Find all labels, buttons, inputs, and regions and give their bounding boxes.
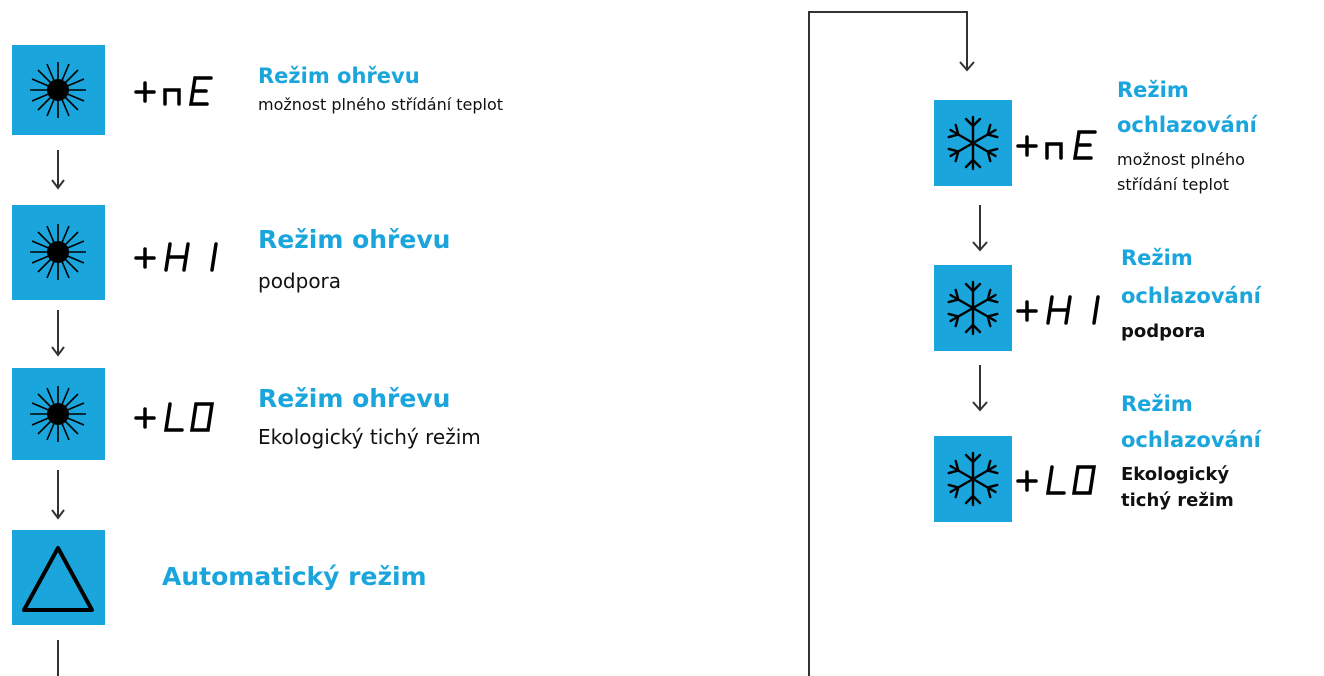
cool-mode-title: ochlazování <box>1117 113 1257 137</box>
heat-mode-title: Režim ohřevu <box>258 64 420 88</box>
loop-connector <box>808 11 975 676</box>
auto-mode-tile <box>12 530 105 625</box>
snowflake-icon <box>947 280 999 336</box>
cool-mode-title: ochlazování <box>1121 428 1261 452</box>
cool-mode-tile <box>934 436 1012 522</box>
heat-mode-tile <box>12 45 105 135</box>
cool-mode-subtitle: možnost plného <box>1117 150 1245 169</box>
heat-mode-subtitle: podpora <box>258 269 342 293</box>
arrow-down <box>51 310 65 357</box>
cool-mode-subtitle: Ekologický <box>1121 464 1230 485</box>
cool-mode-title: Režim <box>1121 246 1193 270</box>
plus-lo-code <box>134 402 215 432</box>
cool-mode-tile <box>934 265 1012 351</box>
cool-mode-title: Režim <box>1117 78 1189 102</box>
heat-mode-title: Režim ohřevu <box>258 225 451 254</box>
sun-icon <box>30 224 86 280</box>
heat-mode-tile <box>12 368 105 460</box>
auto-mode-title: Automatický režim <box>162 562 427 591</box>
cool-mode-title: ochlazování <box>1121 284 1261 308</box>
heat-mode-title: Režim ohřevu <box>258 384 451 413</box>
plus-hi-code <box>134 242 218 272</box>
cool-mode-tile <box>934 100 1012 186</box>
cool-mode-subtitle: střídání teplot <box>1117 175 1230 194</box>
heat-mode-subtitle: Ekologický tichý režim <box>258 425 481 449</box>
sun-icon <box>30 62 86 118</box>
arrow-down <box>972 365 988 412</box>
snowflake-icon <box>947 451 999 507</box>
arrow-down <box>51 150 65 190</box>
triangle-icon <box>22 546 94 612</box>
arrow-down <box>51 470 65 520</box>
plus-ne-code <box>1016 130 1097 160</box>
snowflake-icon <box>947 115 999 171</box>
plus-ne-code <box>134 76 213 106</box>
plus-lo-code <box>1016 465 1097 495</box>
arrow-down <box>972 205 988 252</box>
cool-mode-subtitle: podpora <box>1121 321 1206 342</box>
heat-mode-subtitle: možnost plného střídání teplot <box>258 95 504 114</box>
plus-hi-code <box>1016 295 1100 325</box>
sun-icon <box>30 386 86 442</box>
heat-mode-tile <box>12 205 105 300</box>
cool-mode-title: Režim <box>1121 392 1193 416</box>
cool-mode-subtitle: tichý režim <box>1121 490 1234 511</box>
